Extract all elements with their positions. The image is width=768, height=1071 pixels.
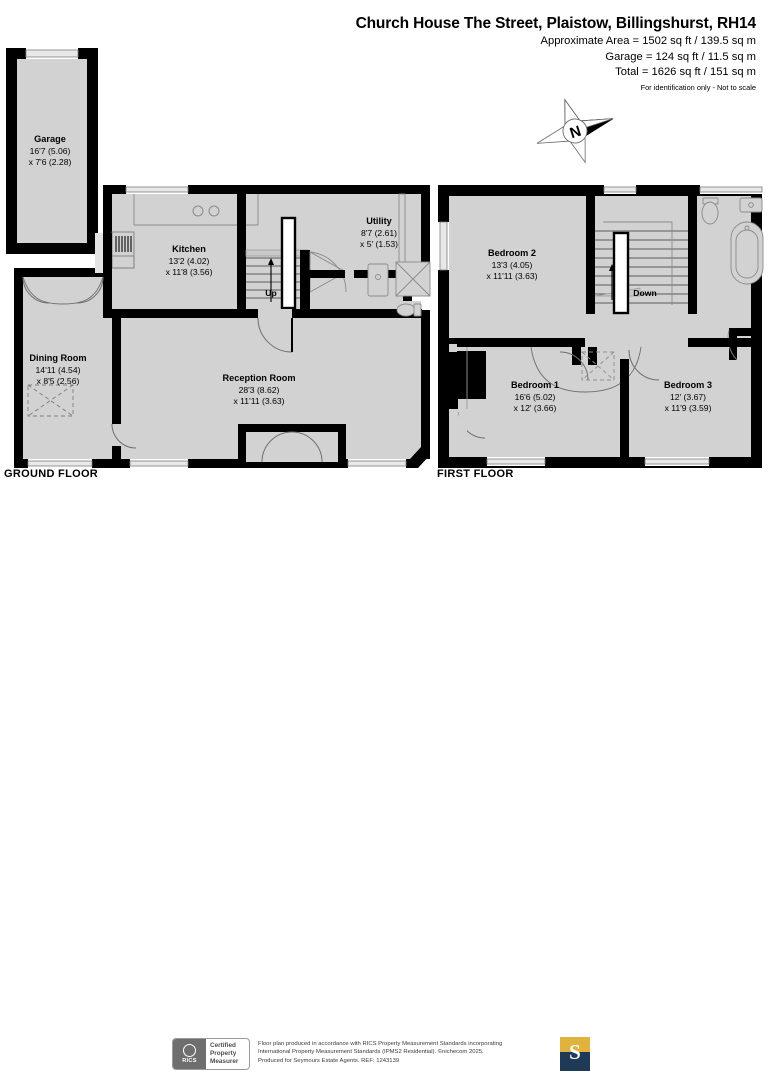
legal-line-1: Floor plan produced in accordance with R…	[258, 1041, 503, 1047]
garage-area-line: Garage = 124 sq ft / 11.5 sq m	[605, 50, 756, 63]
first-floor-label: FIRST FLOOR	[437, 468, 514, 480]
rics-badge-line-1: Certified	[210, 1041, 236, 1049]
room-dim-2: x 12' (3.66)	[513, 403, 557, 414]
approximate-area-line: Approximate Area = 1502 sq ft / 139.5 sq…	[540, 35, 756, 47]
room-dim-1: 12' (3.67)	[669, 391, 707, 402]
room-dim-2: x 8'5 (2.56)	[36, 376, 80, 387]
footer: RICS Certified Property Measurer Floor p…	[0, 516, 768, 1071]
total-area-line: Total = 1626 sq ft / 151 sq m	[615, 66, 756, 78]
ground-floor-plan	[14, 185, 431, 468]
room-dim-1: 16'7 (5.06)	[29, 145, 71, 156]
room-label-dining-room: Dining Room 14'11 (4.54) x 8'5 (2.56)	[29, 353, 86, 388]
rics-badge-line-3: Measurer	[210, 1058, 239, 1066]
disclaimer-text: For identification only - Not to scale	[640, 82, 756, 92]
room-dim-2: x 5' (1.53)	[360, 239, 398, 250]
header: Church House The Street, Plaistow, Billi…	[0, 0, 768, 94]
room-dim-1: 13'2 (4.02)	[168, 255, 210, 266]
rics-logo-icon: RICS	[173, 1039, 206, 1069]
compass-rose-icon: N	[533, 96, 617, 166]
garage-outline	[6, 48, 98, 254]
rics-wordmark: RICS	[182, 1058, 197, 1064]
room-dim-2: x 7'6 (2.28)	[28, 157, 72, 168]
reception-french-doors	[238, 424, 346, 463]
room-dim-1: 13'3 (4.05)	[491, 259, 533, 270]
room-label-kitchen: Kitchen 13'2 (4.02) x 11'8 (3.56)	[166, 244, 213, 279]
compass-north-letter: N	[568, 123, 584, 143]
room-label-bedroom-1: Bedroom 1 16'6 (5.02) x 12' (3.66)	[511, 380, 559, 415]
ground-floor-windows	[27, 459, 407, 468]
rics-certified-badge: RICS Certified Property Measurer	[172, 1038, 250, 1070]
floorplan-drawing	[6, 48, 764, 468]
room-label-bedroom-3: Bedroom 3 12' (3.67) x 11'9 (3.59)	[664, 380, 712, 415]
room-label-utility: Utility 8'7 (2.61) x 5' (1.53)	[360, 216, 398, 251]
ground-staircase	[237, 194, 309, 318]
first-floor-top-windows	[603, 185, 763, 194]
first-floor-bottom-windows	[486, 457, 710, 466]
room-name: Dining Room	[29, 353, 87, 363]
page-title: Church House The Street, Plaistow, Billi…	[355, 15, 757, 32]
rics-badge-line-2: Property	[210, 1049, 237, 1057]
room-name: Bedroom 3	[664, 380, 712, 390]
room-name: Bedroom 1	[511, 380, 559, 390]
seymours-logo: S	[560, 1037, 590, 1071]
ground-floor-label: GROUND FLOOR	[4, 468, 99, 480]
room-dim-2: x 11'9 (3.59)	[664, 403, 712, 414]
room-dim-2: x 11'11 (3.63)	[233, 396, 285, 407]
room-name: Reception Room	[222, 373, 296, 383]
legal-line-3: Produced for Seymours Estate Agents. REF…	[258, 1057, 400, 1064]
seymours-logo-navy-band: S	[560, 1040, 590, 1071]
rics-badge-text: Certified Property Measurer	[206, 1042, 238, 1067]
stair-label-down: Down	[633, 288, 657, 298]
first-floor-staircase	[594, 196, 688, 315]
legal-disclaimer: Floor plan produced in accordance with R…	[258, 1040, 502, 1065]
room-dim-1: 8'7 (2.61)	[360, 227, 398, 238]
reception-door-top	[257, 309, 293, 353]
room-name: Kitchen	[172, 244, 206, 254]
wc-fixtures	[367, 261, 431, 317]
room-name: Utility	[366, 216, 392, 226]
bathroom-fixtures	[701, 197, 764, 285]
legal-line-2: International Property Measurement Stand…	[258, 1049, 484, 1056]
room-dim-2: x 11'8 (3.56)	[165, 267, 213, 278]
stair-label-up: Up	[265, 288, 277, 298]
room-name: Garage	[34, 134, 66, 144]
room-label-bedroom-2: Bedroom 2 13'3 (4.05) x 11'11 (3.63)	[486, 248, 537, 283]
seymours-logo-letter: S	[569, 1040, 581, 1064]
first-floor-plan	[438, 185, 764, 468]
room-dim-1: 28'3 (8.62)	[238, 384, 280, 395]
room-label-reception-room: Reception Room 28'3 (8.62) x 11'11 (3.63…	[223, 373, 296, 408]
room-dim-1: 16'6 (5.02)	[514, 391, 556, 402]
rics-circle-glyph	[183, 1044, 196, 1057]
room-label-garage: Garage 16'7 (5.06) x 7'6 (2.28)	[29, 134, 72, 169]
room-dim-2: x 11'11 (3.63)	[486, 271, 538, 282]
room-dim-1: 14'11 (4.54)	[35, 364, 81, 375]
room-name: Bedroom 2	[487, 248, 536, 258]
